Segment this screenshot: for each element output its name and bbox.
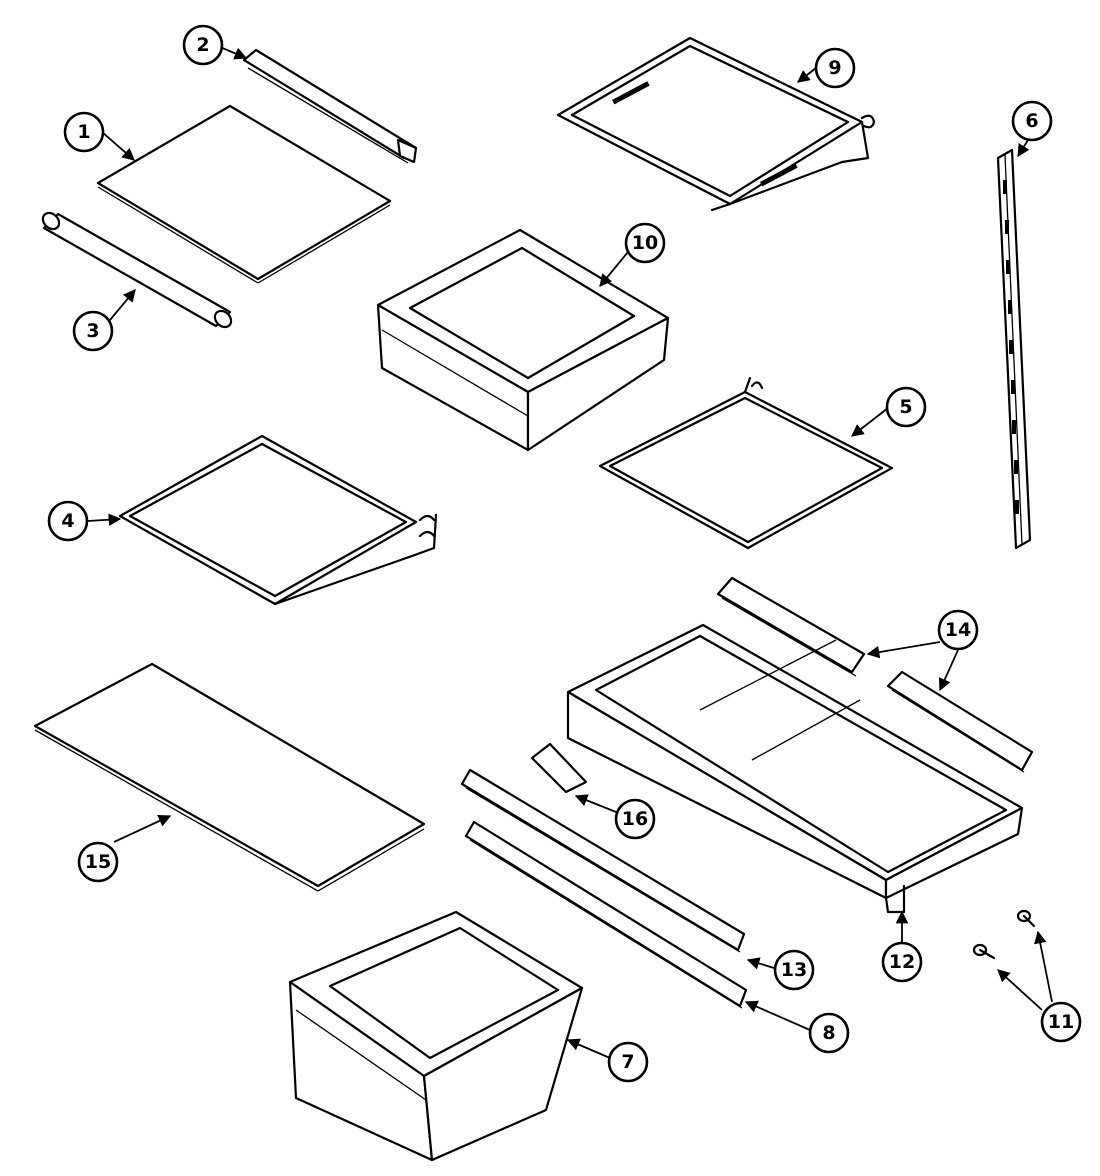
callout-3: 3 bbox=[72, 310, 114, 352]
part-11-screws bbox=[972, 909, 1036, 960]
callout-2-label: 2 bbox=[196, 34, 209, 56]
part-16-clip bbox=[530, 742, 588, 794]
part-12-crisper-cover-frame bbox=[566, 623, 1024, 914]
part-14-cover-trim-a bbox=[716, 576, 866, 677]
callout-6: 6 bbox=[1011, 100, 1053, 142]
callout-8-label: 8 bbox=[822, 1022, 835, 1044]
part-9-shelf-frame bbox=[556, 36, 876, 212]
ladder-slots bbox=[1003, 180, 1019, 514]
callout-12: 12 bbox=[881, 941, 923, 983]
callout-11-label: 11 bbox=[1048, 1011, 1074, 1033]
callout-5-label: 5 bbox=[899, 396, 912, 418]
callout-10: 10 bbox=[624, 222, 666, 264]
callout-15-label: 15 bbox=[85, 851, 111, 873]
part-14-cover-trim-b bbox=[886, 670, 1034, 773]
callout-4-label: 4 bbox=[61, 510, 74, 532]
callout-13-label: 13 bbox=[781, 959, 807, 981]
callout-3-label: 3 bbox=[86, 320, 99, 342]
callout-16: 16 bbox=[614, 798, 656, 840]
callout-1-label: 1 bbox=[77, 121, 90, 143]
callout-4: 4 bbox=[47, 500, 89, 542]
part-10-drawer bbox=[376, 228, 670, 452]
part-2-shelf-trim bbox=[242, 48, 418, 164]
callout-13: 13 bbox=[773, 949, 815, 991]
part-6-shelf-ladder bbox=[996, 148, 1032, 550]
callout-2: 2 bbox=[182, 24, 224, 66]
callout-11: 11 bbox=[1040, 1001, 1082, 1043]
callout-7: 7 bbox=[607, 1041, 649, 1083]
part-3-front-trim bbox=[41, 211, 233, 329]
part-7-crisper-drawer bbox=[288, 910, 584, 1162]
callout-14: 14 bbox=[937, 609, 979, 651]
part-15-glass-panel bbox=[33, 662, 426, 892]
callout-9-label: 9 bbox=[828, 57, 841, 79]
callout-5: 5 bbox=[885, 386, 927, 428]
callout-1: 1 bbox=[63, 111, 105, 153]
callout-7-label: 7 bbox=[621, 1051, 634, 1073]
part-1-glass-shelf bbox=[96, 104, 392, 284]
screw-upper bbox=[1016, 909, 1036, 928]
callout-6-label: 6 bbox=[1025, 110, 1038, 132]
part-13-rail bbox=[460, 768, 746, 953]
callout-8: 8 bbox=[808, 1012, 850, 1054]
part-5-shelf bbox=[598, 376, 894, 550]
callout-10-label: 10 bbox=[632, 232, 658, 254]
callout-14-label: 14 bbox=[945, 619, 971, 641]
part-4-glass-shelf bbox=[118, 434, 438, 606]
part-8-rail bbox=[464, 820, 748, 1009]
callout-12-label: 12 bbox=[889, 951, 915, 973]
callout-9: 9 bbox=[814, 47, 856, 89]
callout-16-label: 16 bbox=[622, 808, 648, 830]
screw-lower bbox=[972, 943, 996, 960]
leader-lines bbox=[87, 46, 1053, 1059]
callout-15: 15 bbox=[77, 841, 119, 883]
